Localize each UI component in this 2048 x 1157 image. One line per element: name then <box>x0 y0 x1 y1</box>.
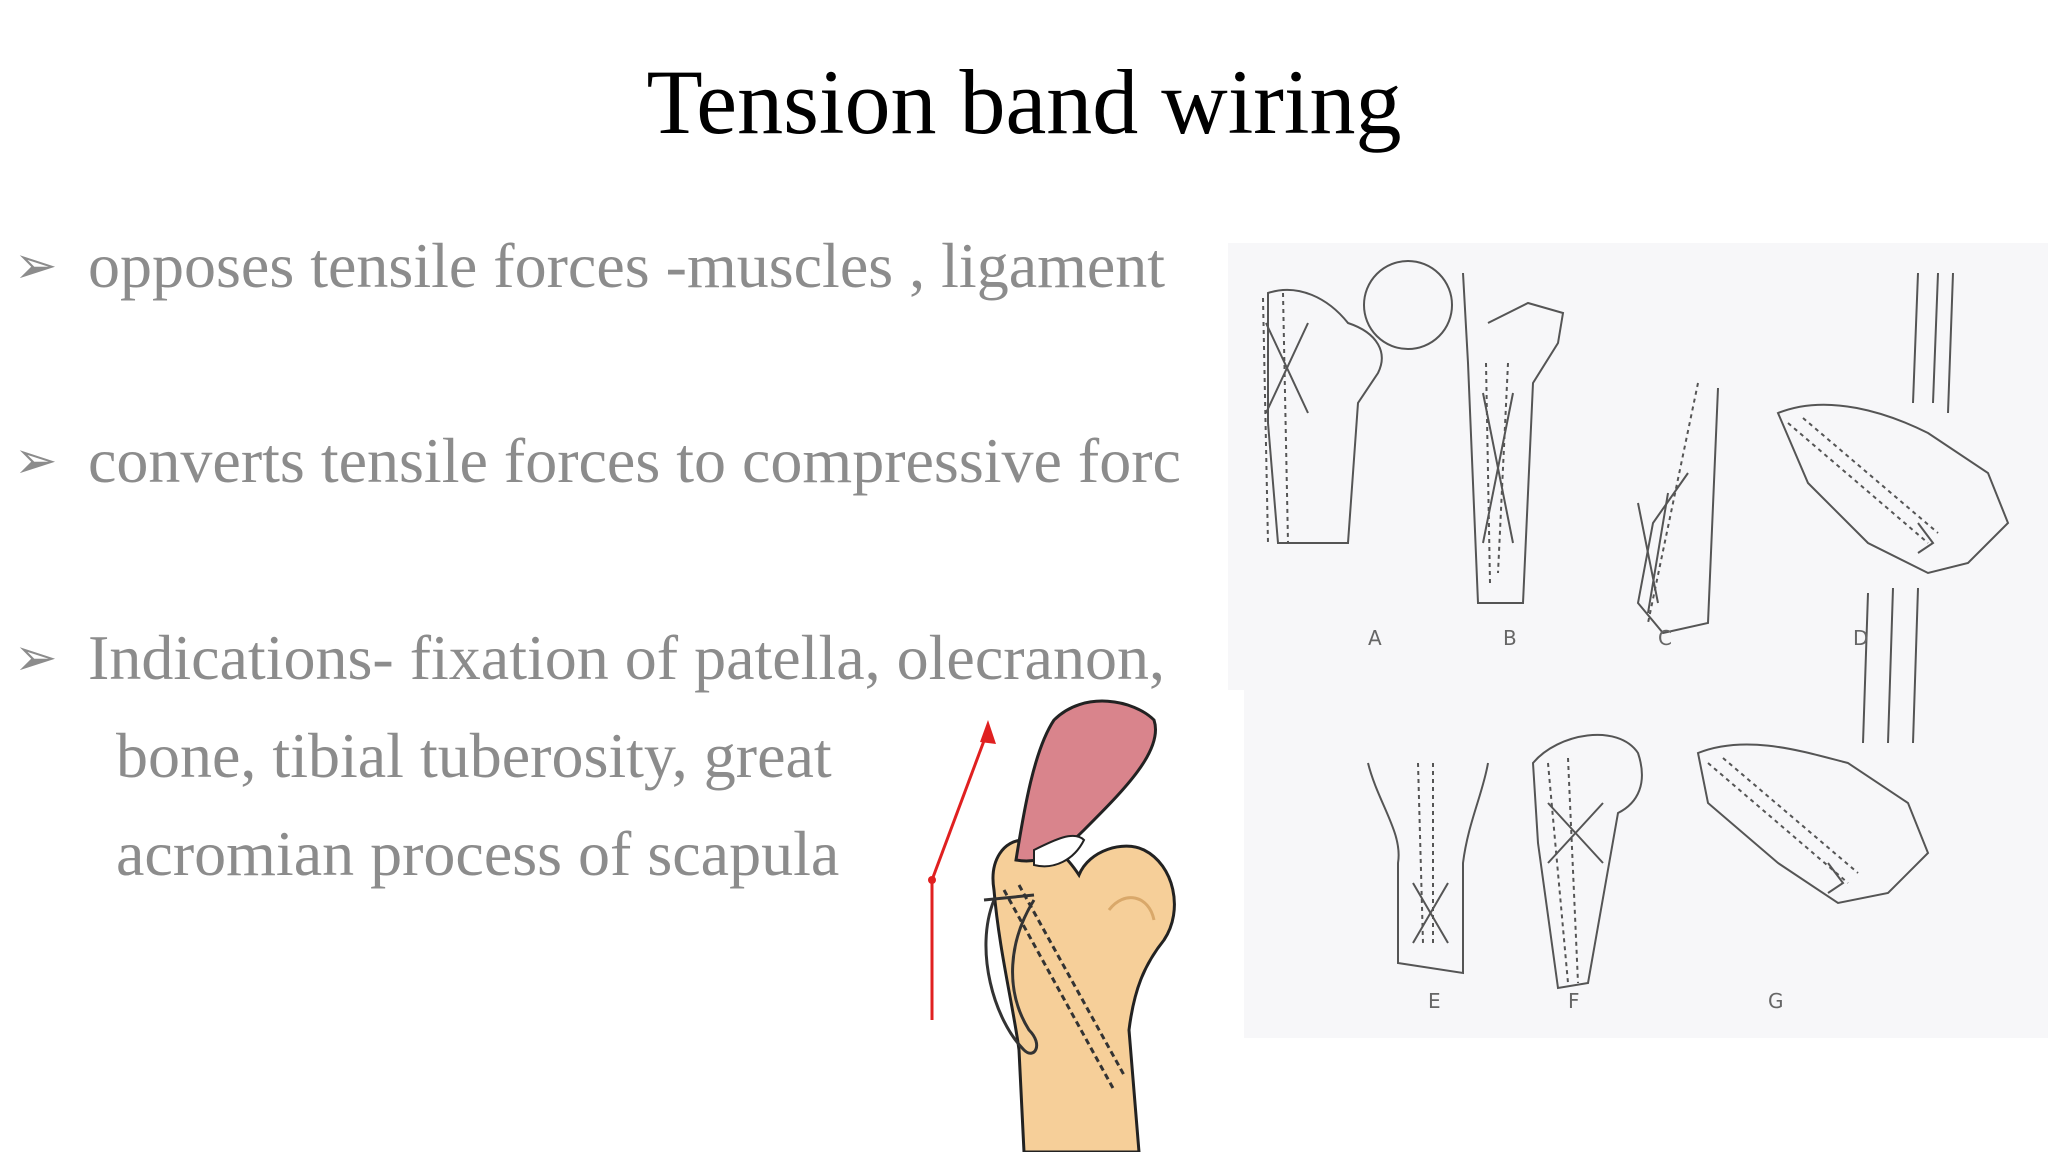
arrow-bullet-icon: ➢ <box>14 236 58 296</box>
tension-band-diagrams-figure: A B C D E F G <box>1228 243 2048 1038</box>
diagram-c <box>1636 382 1719 635</box>
tension-band-diagrams-svg: A B C D E F G <box>1262 260 2010 1013</box>
bullet-3: ➢Indications- fixation of patella, olecr… <box>14 626 1165 690</box>
arrow-bullet-icon: ➢ <box>14 628 58 688</box>
figure-label-g: G <box>1768 989 1784 1013</box>
bullet-1: ➢opposes tensile forces -muscles , ligam… <box>14 234 1165 298</box>
bullet-2-text: converts tensile forces to compressive f… <box>88 425 1181 496</box>
femur-tension-band-illustration <box>884 690 1244 1154</box>
femur-illustration-svg <box>928 699 1176 1154</box>
bullet-2: ➢converts tensile forces to compressive … <box>14 429 1181 493</box>
slide-title: Tension band wiring <box>646 51 1402 153</box>
diagram-b <box>1462 272 1565 604</box>
diagram-d <box>1776 272 2010 575</box>
arrow-bullet-icon: ➢ <box>14 431 58 491</box>
figure-label-e: E <box>1428 989 1441 1013</box>
diagram-f <box>1531 733 1643 990</box>
bullet-1-text: opposes tensile forces -muscles , ligame… <box>88 230 1166 301</box>
bullet-3-continuation-2: acromian process of scapula <box>116 818 840 889</box>
muscle-shape <box>1014 699 1157 863</box>
bullet-3-continuation-1: bone, tibial tuberosity, great <box>116 720 832 791</box>
figure-label-c: C <box>1658 626 1672 650</box>
figure-label-f: F <box>1568 989 1580 1013</box>
diagram-g <box>1696 587 1930 905</box>
figure-label-d: D <box>1853 626 1868 650</box>
diagram-e <box>1367 762 1489 975</box>
diagram-a <box>1262 260 1453 544</box>
figure-label-a: A <box>1368 626 1382 650</box>
bullet-3-text: Indications- fixation of patella, olecra… <box>88 622 1165 693</box>
figure-label-b: B <box>1503 626 1517 650</box>
